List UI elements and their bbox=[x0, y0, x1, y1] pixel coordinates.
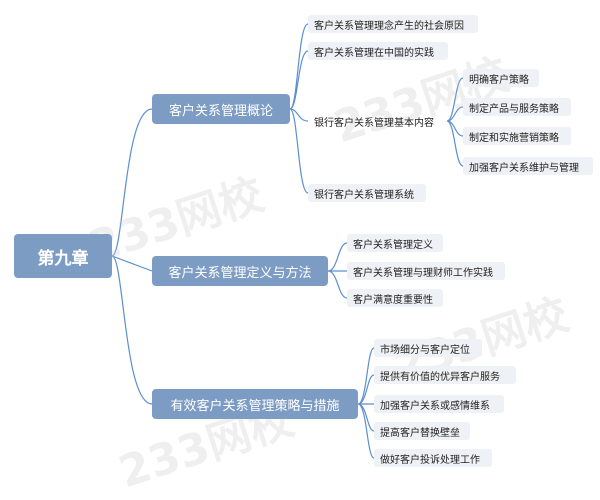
leaf-node[interactable]: 提供有价值的优异客户服务 bbox=[374, 366, 516, 384]
root-node[interactable]: 第九章 bbox=[14, 234, 112, 278]
connector-root-branch2 bbox=[111, 255, 153, 272]
connector-branch3-items bbox=[357, 347, 375, 459]
branch-node[interactable]: 客户关系管理概论 bbox=[152, 94, 290, 124]
branch-node[interactable]: 有效客户关系管理策略与措施 bbox=[152, 389, 358, 419]
leaf-node[interactable]: 客户关系管理理念产生的社会原因 bbox=[308, 15, 478, 33]
subleaf-node[interactable]: 明确客户策略 bbox=[463, 69, 539, 87]
leaf-node[interactable]: 银行客户关系管理基本内容 bbox=[314, 117, 434, 129]
leaf-node[interactable]: 客户关系管理与理财师工作实践 bbox=[347, 262, 505, 280]
subleaf-node[interactable]: 制定和实施营销策略 bbox=[463, 127, 571, 145]
leaf-node[interactable]: 客户满意度重要性 bbox=[347, 289, 443, 307]
subleaf-node[interactable]: 制定产品与服务策略 bbox=[463, 98, 571, 116]
connector-root-branch3 bbox=[111, 255, 153, 405]
leaf-node[interactable]: 做好客户投诉处理工作 bbox=[374, 449, 492, 467]
connector-content-subitems bbox=[446, 77, 464, 167]
branch-node[interactable]: 客户关系管理定义与方法 bbox=[152, 256, 328, 286]
connector-branch2-items bbox=[327, 242, 348, 299]
leaf-node[interactable]: 客户关系管理在中国的实践 bbox=[308, 42, 448, 60]
connector-root-branch1 bbox=[111, 108, 153, 257]
leaf-node[interactable]: 提高客户替换壁垒 bbox=[374, 422, 470, 440]
connector-branch1-items bbox=[289, 23, 309, 194]
leaf-node[interactable]: 加强客户关系或感情维系 bbox=[374, 395, 504, 413]
leaf-node[interactable]: 市场细分与客户定位 bbox=[374, 339, 482, 357]
subleaf-node[interactable]: 加强客户关系维护与管理 bbox=[463, 157, 593, 175]
mindmap-connectors bbox=[111, 23, 464, 459]
leaf-node[interactable]: 客户关系管理定义 bbox=[347, 234, 443, 252]
leaf-node[interactable]: 银行客户关系管理系统 bbox=[308, 184, 426, 202]
